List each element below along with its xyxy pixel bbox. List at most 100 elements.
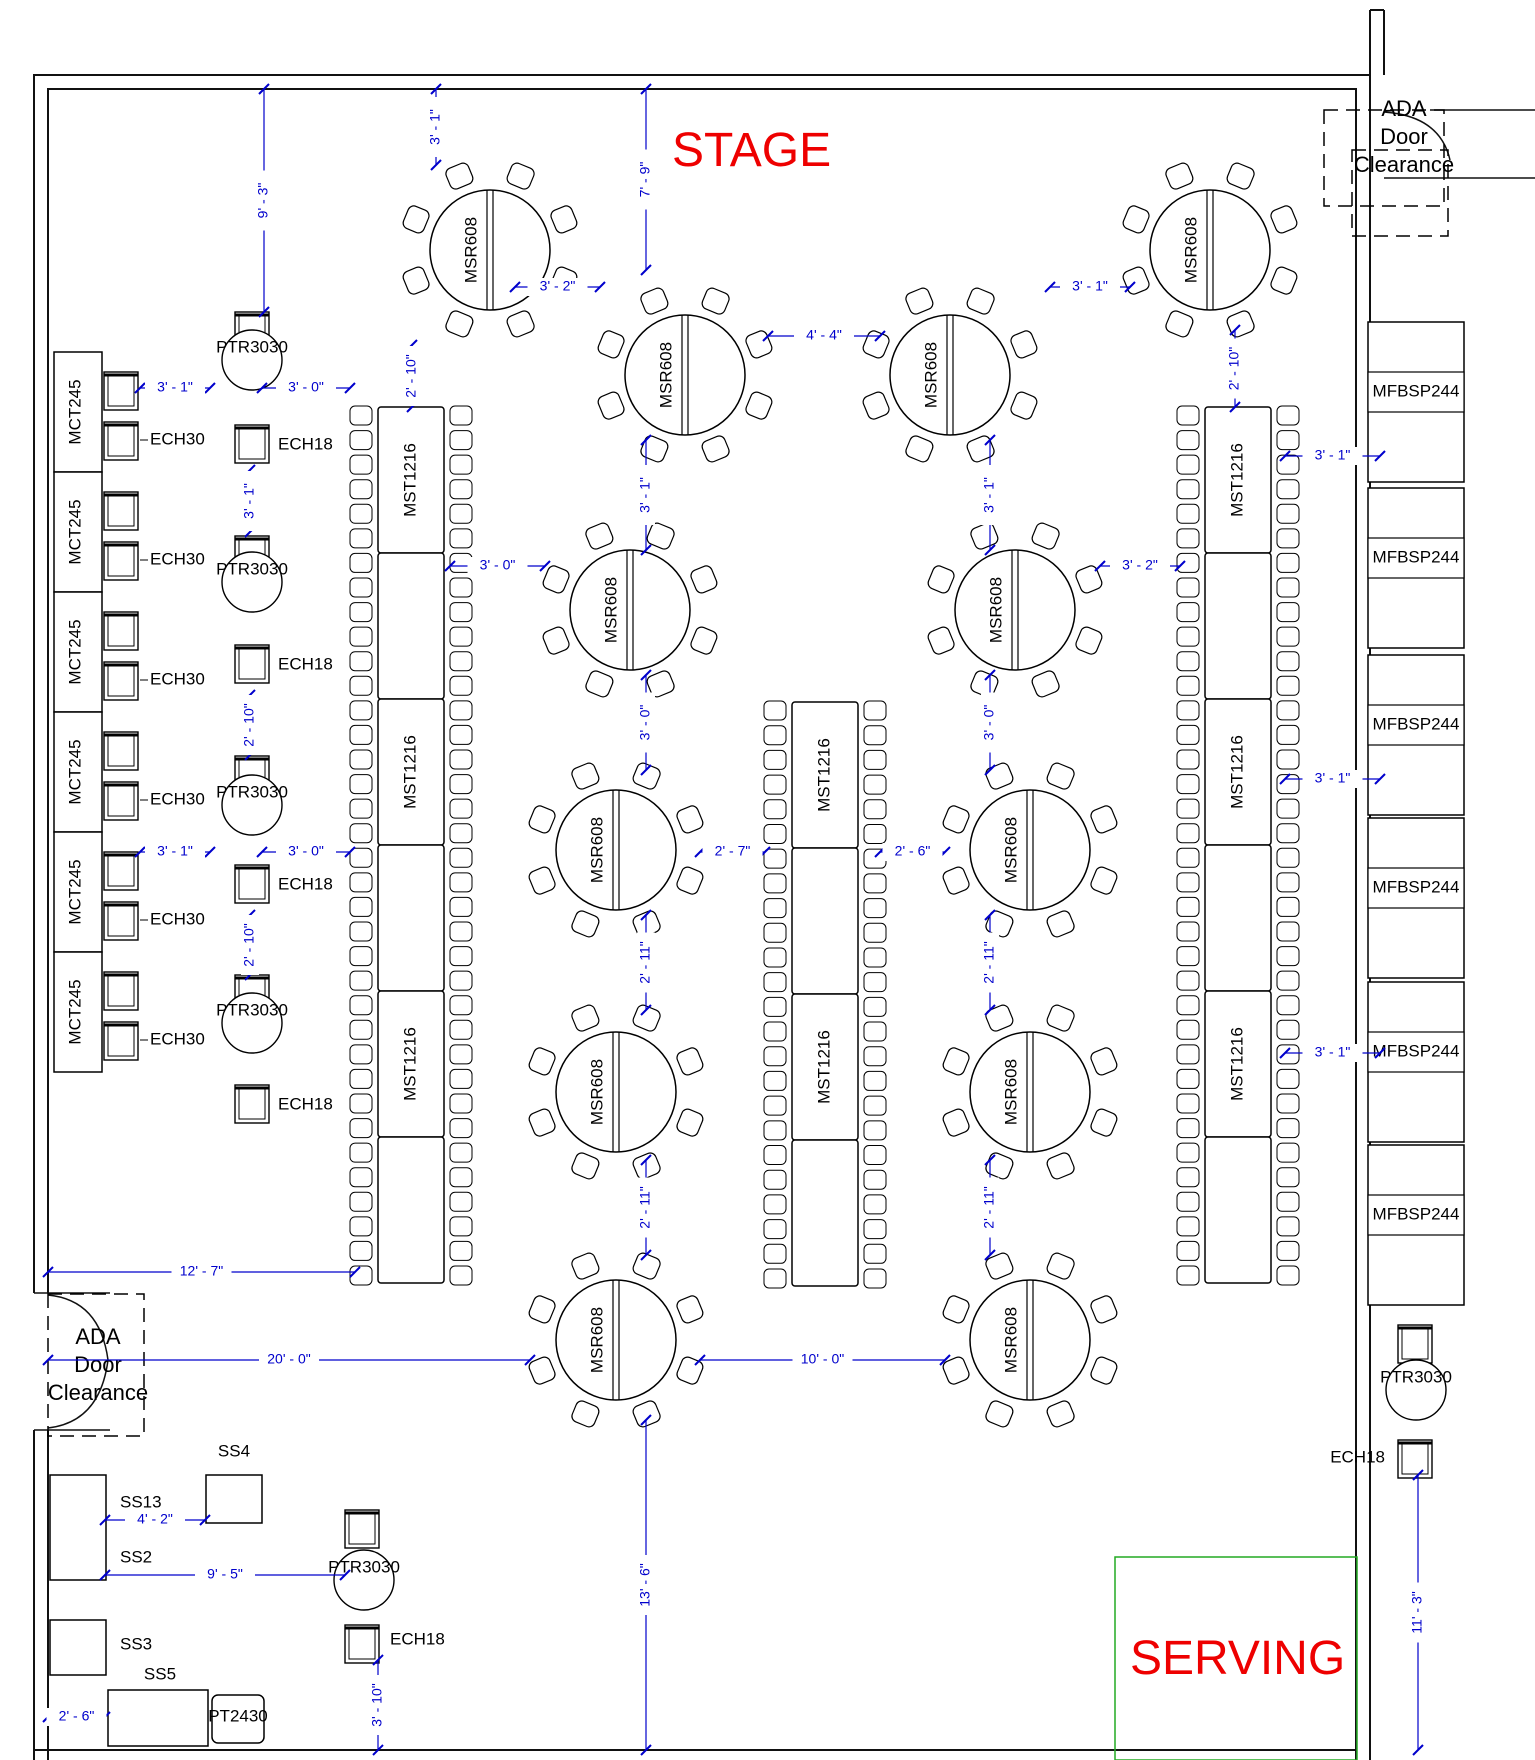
chair: [1176, 872, 1200, 893]
chair: [1276, 921, 1300, 942]
chair: [863, 996, 887, 1017]
chair: [863, 1194, 887, 1215]
stool-seat: [103, 541, 139, 581]
dimension-bg: [882, 843, 943, 861]
dimension-tick: [984, 544, 996, 556]
ada-label-top-2: Door: [1380, 124, 1428, 149]
dimension-label: 7' - 9": [637, 162, 653, 198]
chair: [863, 1219, 887, 1240]
chair: [349, 1093, 373, 1114]
dimension-tick: [939, 1354, 951, 1366]
stool-ech18: [234, 424, 270, 464]
ech18-label: ECH18: [278, 874, 333, 893]
stool-ech30: [103, 1021, 139, 1061]
chair: [763, 1145, 787, 1166]
dimension-bg: [637, 1177, 655, 1238]
chair: [985, 1004, 1014, 1032]
chair: [1046, 1400, 1075, 1428]
stool-seat: [103, 731, 139, 771]
dimension-label: 13' - 6": [637, 1563, 653, 1606]
dimension-tick: [1412, 1744, 1424, 1756]
dimension-label: 2' - 10": [241, 703, 257, 746]
chair: [1090, 1295, 1118, 1324]
mfbsp244-label: MFBSP244: [1373, 714, 1460, 733]
chair: [449, 479, 473, 500]
ada-label-left-2: Door: [74, 1352, 122, 1377]
dimension-label: 3' - 1": [637, 477, 653, 513]
mst1216-label: MST1216: [1227, 735, 1246, 809]
chair: [1276, 798, 1300, 819]
ptr3030-label: PTR3030: [1380, 1367, 1452, 1386]
dimension-tick: [42, 1266, 54, 1278]
dimension-bg: [241, 695, 259, 755]
counter-mct245: MCT245: [53, 591, 103, 713]
chair: [349, 528, 373, 549]
chair: [763, 700, 787, 721]
chair: [349, 1118, 373, 1139]
chair: [970, 670, 999, 698]
dimension-tick: [1279, 450, 1291, 462]
chair: [1090, 1356, 1118, 1385]
dimension-label: 3' - 0": [981, 705, 997, 741]
chair: [571, 1004, 600, 1032]
pt2430-label: PT2430: [208, 1706, 268, 1725]
dimension-tick: [1279, 773, 1291, 785]
stool-ech30: [103, 901, 139, 941]
dimension-tick: [344, 846, 356, 858]
dimension-tick: [694, 1354, 706, 1366]
msr608-label: MSR608: [587, 1307, 606, 1373]
chair: [449, 1068, 473, 1089]
cocktail-table-ptr3030: PTR3030: [216, 329, 288, 391]
chair: [528, 1108, 556, 1137]
chair: [863, 1243, 887, 1264]
counter-mct245: MCT245: [53, 711, 103, 833]
chair: [349, 552, 373, 573]
ptr3030-label: PTR3030: [328, 1557, 400, 1576]
ss5-label: SS5: [144, 1664, 176, 1683]
chair: [1276, 1068, 1300, 1089]
chair: [1010, 330, 1038, 359]
chair: [528, 805, 556, 834]
stool-seat: [234, 1084, 270, 1124]
chair: [449, 405, 473, 426]
chair: [449, 1142, 473, 1163]
chair: [676, 1295, 704, 1324]
table-mst1216: [377, 1136, 445, 1284]
dimension-bg: [125, 1511, 185, 1529]
chair: [1090, 1047, 1118, 1076]
chair: [349, 430, 373, 451]
dimension-tick: [258, 83, 270, 95]
mct245-label: MCT245: [65, 859, 84, 924]
counter-top: [53, 471, 103, 593]
dimension-tick: [640, 909, 652, 921]
chair: [1176, 823, 1200, 844]
chair: [632, 1400, 661, 1428]
chair: [449, 774, 473, 795]
chair: [1276, 405, 1300, 426]
chair: [349, 847, 373, 868]
dimension-bg: [637, 1555, 655, 1615]
dimension-tick: [874, 330, 886, 342]
msr608-label: MSR608: [986, 577, 1005, 643]
chair: [1176, 749, 1200, 770]
chair: [449, 626, 473, 647]
dimension-bg: [792, 1351, 853, 1369]
buffet-center: [1367, 704, 1465, 746]
dimension-label: 3' - 0": [288, 379, 324, 395]
ech18-label: ECH18: [278, 654, 333, 673]
chair: [1276, 577, 1300, 598]
chair: [1176, 675, 1200, 696]
chair: [863, 799, 887, 820]
chair: [763, 1169, 787, 1190]
dimension-tick: [509, 281, 521, 293]
stool-seat: [103, 901, 139, 941]
ech18-label: ECH18: [1330, 1447, 1385, 1466]
dimension-label: 2' - 10": [403, 354, 419, 397]
chair: [863, 1120, 887, 1141]
chair: [1090, 805, 1118, 834]
dimension-bg: [1302, 1044, 1363, 1062]
dimension-tick: [640, 1414, 652, 1426]
chair: [1276, 1265, 1300, 1286]
chair: [1176, 896, 1200, 917]
stool-ech18: [344, 1624, 380, 1664]
